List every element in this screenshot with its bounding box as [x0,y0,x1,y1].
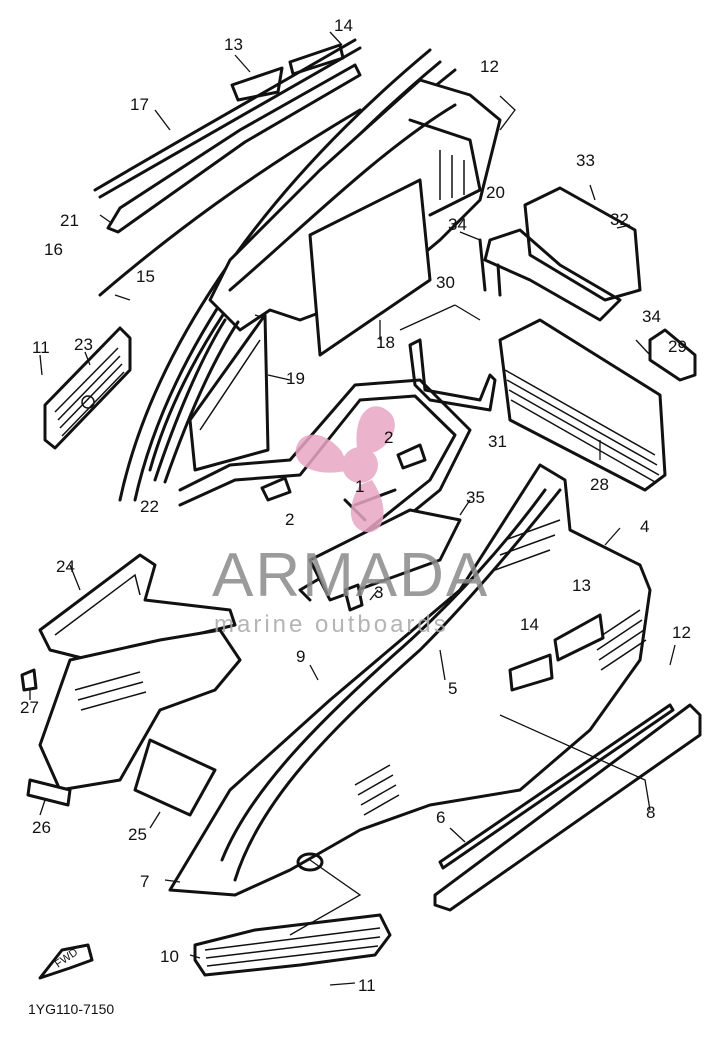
callout-10: 10 [160,947,179,966]
part-35-bracket [308,508,462,612]
callout-1: 1 [355,477,364,496]
callout-2a: 2 [384,428,393,447]
propeller-logo-icon [295,406,395,533]
callout-11a: 11 [358,976,376,995]
callout-2b: 2 [285,510,294,529]
part-19-panel [188,313,270,472]
callout-6: 6 [436,808,445,827]
callout-15: 15 [136,267,155,286]
part-24-lid [38,553,237,662]
callout-21: 21 [60,211,79,230]
part-31-bracket [408,338,497,412]
watermark-brand: ARMADA [212,541,489,610]
callout-12a: 12 [480,57,499,76]
callout-14b: 14 [520,615,539,634]
callout-26: 26 [32,818,51,837]
watermark: ARMADA marine outboards [212,406,489,638]
callout-22: 22 [140,497,159,516]
callout-13b: 13 [572,576,591,595]
callout-23: 23 [74,335,93,354]
callout-5: 5 [448,679,457,698]
callout-27: 27 [20,698,39,717]
callout-25: 25 [128,825,147,844]
part-10-bottom-grille [193,913,392,977]
drawing-code: 1YG110-7150 [28,1001,114,1017]
callout-8: 8 [646,803,655,822]
callout-32: 32 [610,210,629,229]
callout-28: 28 [590,475,609,494]
callout-4: 4 [640,517,649,536]
callout-34b: 34 [642,307,661,326]
callout-29: 29 [668,337,687,356]
part-22-rail [153,318,240,484]
watermark-tagline: marine outboards [214,611,449,638]
callout-17: 17 [130,95,149,114]
callout-18: 18 [376,333,395,352]
callout-labels: 1 2 2 3 4 5 6 7 8 9 10 11 11 12 12 13 13… [20,16,691,995]
part-upper-cowling [208,78,502,357]
callout-31: 31 [488,432,507,451]
part-25-panel [133,738,217,817]
callout-9: 9 [296,647,305,666]
part-lower-cowling [168,463,652,897]
callout-11b: 11 [32,338,50,357]
callout-34a: 34 [448,215,467,234]
callout-12b: 12 [672,623,691,642]
callout-30: 30 [436,273,455,292]
part-front-shell [20,628,242,807]
callout-13a: 13 [224,35,243,54]
callout-24: 24 [56,557,75,576]
fwd-arrow-icon: FWD [38,943,94,980]
part-trim-strips [93,38,362,297]
part-rear-assembly [478,186,697,492]
part-23-side-panel [43,326,132,450]
callout-35: 35 [466,488,485,507]
callout-14a: 14 [334,16,353,35]
callout-16: 16 [44,240,63,259]
callout-20: 20 [486,183,505,202]
callout-7: 7 [140,872,149,891]
callout-33: 33 [576,151,595,170]
callout-3: 3 [374,583,383,602]
callout-19: 19 [286,369,305,388]
leader-lines [29,31,676,986]
